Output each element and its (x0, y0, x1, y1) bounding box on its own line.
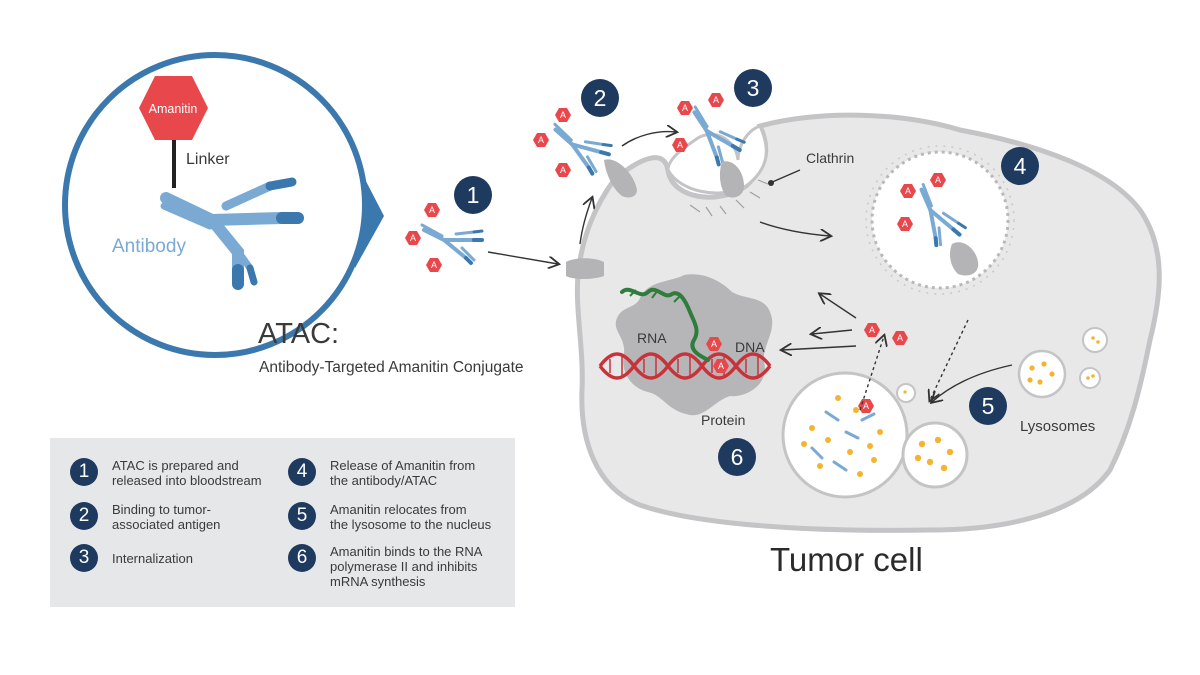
toxin-letter: A (902, 219, 908, 229)
toxin-letter: A (718, 361, 724, 371)
toxin-letter: A (713, 95, 719, 105)
toxin-letter: A (682, 103, 688, 113)
toxin-letter: A (935, 175, 941, 185)
step-badge-5: 5 (969, 387, 1007, 425)
rna-strand (620, 287, 710, 362)
lysosome (901, 421, 969, 489)
legend-number: 3 (70, 544, 98, 572)
clathrin-coat (689, 179, 769, 217)
svg-text:4: 4 (1014, 153, 1027, 179)
legend-item-5: 5 Amanitin relocates from the lysosome t… (288, 502, 491, 532)
lysosome (1017, 349, 1067, 399)
legend-text: Binding to tumor- associated antigen (112, 502, 221, 532)
receptor (604, 159, 637, 198)
lysosome-contents (801, 395, 883, 477)
zoom-circle (62, 52, 368, 358)
svg-text:6: 6 (731, 444, 744, 470)
antibody-large (160, 177, 304, 290)
legend-item-3: 3 Internalization (70, 544, 193, 572)
toxin-letter: A (538, 135, 544, 145)
legend-text: Amanitin binds to the RNA polymerase II … (330, 544, 483, 589)
atac-antibody-1 (420, 223, 484, 265)
svg-text:1: 1 (467, 182, 480, 208)
toxin-letter: A (869, 325, 875, 335)
step-badge-6: 6 (718, 438, 756, 476)
legend-number: 1 (70, 458, 98, 486)
legend-text: Release of Amanitin from the antibody/AT… (330, 458, 476, 488)
lysosome (1079, 367, 1101, 389)
diagram-subtitle: Antibody-Targeted Amanitin Conjugate (259, 359, 524, 376)
lysosome-contents (914, 436, 954, 472)
legend-number: 6 (288, 544, 316, 572)
toxin-letter: A (431, 260, 437, 270)
dna-helix (598, 352, 772, 380)
legend-text: Internalization (112, 551, 193, 566)
legend-number: 2 (70, 502, 98, 530)
label-lysosomes: Lysosomes (1020, 418, 1095, 435)
legend-item-4: 4 Release of Amanitin from the antibody/… (288, 458, 475, 488)
step-badge-3: 3 (734, 69, 772, 107)
toxin-letter: A (897, 333, 903, 343)
toxin-letter: A (711, 339, 717, 349)
receptor (566, 258, 604, 279)
label-dna: DNA (735, 339, 765, 355)
legend-number: 5 (288, 502, 316, 530)
toxin-letter: A (429, 205, 435, 215)
toxin-letter: A (560, 165, 566, 175)
legend-number: 4 (288, 458, 316, 486)
toxin-letter: A (905, 186, 911, 196)
tumor-cell-membrane (574, 112, 1162, 533)
label-protein: Protein (701, 412, 745, 428)
svg-text:2: 2 (594, 85, 607, 111)
svg-text:5: 5 (982, 393, 995, 419)
legend-text: Amanitin relocates from the lysosome to … (330, 502, 492, 532)
step-badge-1: 1 (454, 176, 492, 214)
svg-text:3: 3 (747, 75, 760, 101)
diagram-title: ATAC: (258, 318, 340, 350)
legend-item-6: 6 Amanitin binds to the RNA polymerase I… (288, 544, 482, 589)
toxin-letter: A (410, 233, 416, 243)
step-badge-4: 4 (1001, 147, 1039, 185)
legend-item-2: 2 Binding to tumor- associated antigen (70, 502, 220, 532)
toxin-letter: A (863, 401, 869, 411)
amanitin-hexagon (139, 76, 208, 140)
label-amanitin: Amanitin (149, 102, 198, 116)
label-clathrin: Clathrin (806, 150, 854, 166)
legend-panel: 1 ATAC is prepared and released into blo… (50, 438, 515, 607)
step-badge-2: 2 (581, 79, 619, 117)
toxin-letter: A (560, 110, 566, 120)
atac-antibody-2 (543, 122, 615, 179)
label-antibody: Antibody (112, 236, 186, 257)
legend-item-1: 1 ATAC is prepared and released into blo… (70, 458, 262, 488)
lysosome (1082, 327, 1108, 353)
label-rna: RNA (637, 330, 667, 346)
toxin-letter: A (677, 140, 683, 150)
label-linker: Linker (186, 151, 230, 168)
tumor-cell-title: Tumor cell (770, 541, 923, 578)
lysosome (781, 371, 909, 499)
legend-text: ATAC is prepared and released into blood… (112, 458, 262, 488)
receptor (950, 242, 979, 276)
receptor (719, 161, 744, 198)
